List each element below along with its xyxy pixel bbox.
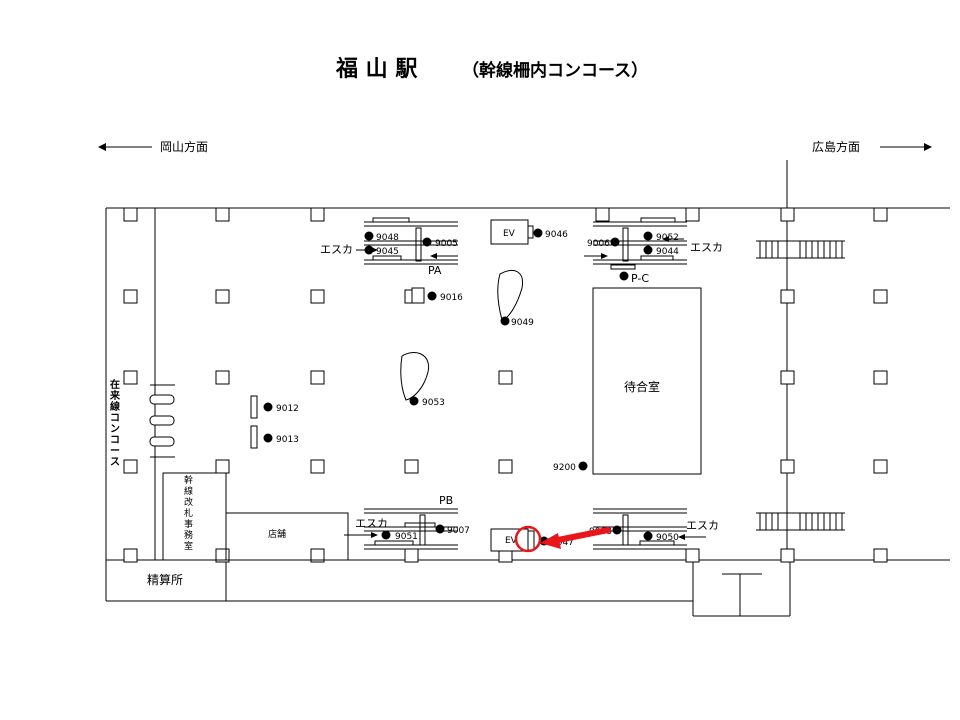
svg-text:コ: コ xyxy=(110,413,120,424)
escalator-label-pb: エスカ xyxy=(355,517,388,530)
elevator-bottom: EV xyxy=(490,528,529,552)
escalator-label-pa: エスカ xyxy=(320,243,353,256)
red-arrow-icon xyxy=(540,533,561,549)
point-9045: 9045 xyxy=(376,247,399,257)
waiting-room-label: 待合室 xyxy=(624,379,660,394)
escalator-pc xyxy=(593,217,687,270)
point-9007: 9007 xyxy=(447,526,470,536)
svg-text:札: 札 xyxy=(184,507,193,519)
point-9051: 9051 xyxy=(395,532,418,542)
point-9005: 9005 xyxy=(435,239,458,249)
ticket-gates xyxy=(149,384,175,458)
shop: 店舗 xyxy=(225,512,349,561)
svg-text:在: 在 xyxy=(110,378,120,391)
point-9049: 9049 xyxy=(511,318,534,328)
svg-text:EV: EV xyxy=(503,229,516,239)
pa-label: PA xyxy=(428,264,442,277)
point-9012: 9012 xyxy=(276,404,299,414)
arrow-right-icon xyxy=(924,143,932,151)
settlement-label: 精算所 xyxy=(147,572,183,587)
svg-text:事: 事 xyxy=(184,518,193,530)
shop-label: 店舗 xyxy=(268,528,286,540)
direction-left-label: 岡山方面 xyxy=(160,139,208,154)
direction-right-label: 広島方面 xyxy=(812,139,860,154)
point-9052: 9052 xyxy=(656,233,679,243)
point-9046: 9046 xyxy=(545,230,568,240)
svg-text:ス: ス xyxy=(110,456,120,468)
arrow-left-icon xyxy=(98,143,106,151)
stairs-upper xyxy=(756,240,845,259)
escalator-bottom-right xyxy=(593,508,687,550)
escalator-label-br: エスカ xyxy=(686,519,719,532)
highlight-circle-icon xyxy=(514,525,542,553)
pc-label: P-C xyxy=(631,272,649,285)
conventional-concourse-label: 在 来 線 コ ン コ ー ス xyxy=(109,378,121,468)
point-9044: 9044 xyxy=(656,247,679,257)
svg-text:改: 改 xyxy=(184,496,193,508)
waiting-room: 待合室 xyxy=(592,287,702,475)
point-9016: 9016 xyxy=(440,293,463,303)
point-9006: 9006 xyxy=(587,239,610,249)
svg-text:ー: ー xyxy=(110,446,120,457)
svg-text:コ: コ xyxy=(110,435,120,446)
pillars xyxy=(123,207,888,563)
point-9047: 9047 xyxy=(551,538,574,548)
escalator-label-pc: エスカ xyxy=(690,241,723,254)
svg-text:務: 務 xyxy=(184,529,193,541)
point-9050: 9050 xyxy=(656,533,679,543)
svg-text:線: 線 xyxy=(110,400,120,413)
svg-text:線: 線 xyxy=(184,485,193,497)
highlight-marker xyxy=(514,525,611,553)
elevator-top: EV xyxy=(490,219,534,245)
direction-right: 広島方面 xyxy=(812,139,932,154)
pb-label: PB xyxy=(439,494,453,507)
map-subtitle: （幹線柵内コンコース） xyxy=(462,60,648,81)
svg-text:幹: 幹 xyxy=(184,474,193,486)
stairs-lower xyxy=(756,512,845,531)
svg-text:EV: EV xyxy=(505,536,518,546)
point-9048: 9048 xyxy=(376,233,399,243)
svg-text:来: 来 xyxy=(109,389,121,402)
point-9200: 9200 xyxy=(553,463,576,473)
direction-left: 岡山方面 xyxy=(98,139,208,154)
svg-text:ン: ン xyxy=(110,424,120,435)
ticket-office: 幹 線 改 札 事 務 室 xyxy=(162,472,227,561)
point-9013: 9013 xyxy=(276,435,299,445)
svg-text:室: 室 xyxy=(184,540,193,552)
fixtures xyxy=(250,270,535,551)
escalator-pa xyxy=(364,217,458,265)
map-title: 福 山 駅 xyxy=(335,57,417,82)
concourse-walls xyxy=(105,160,950,617)
point-9053: 9053 xyxy=(422,398,445,408)
